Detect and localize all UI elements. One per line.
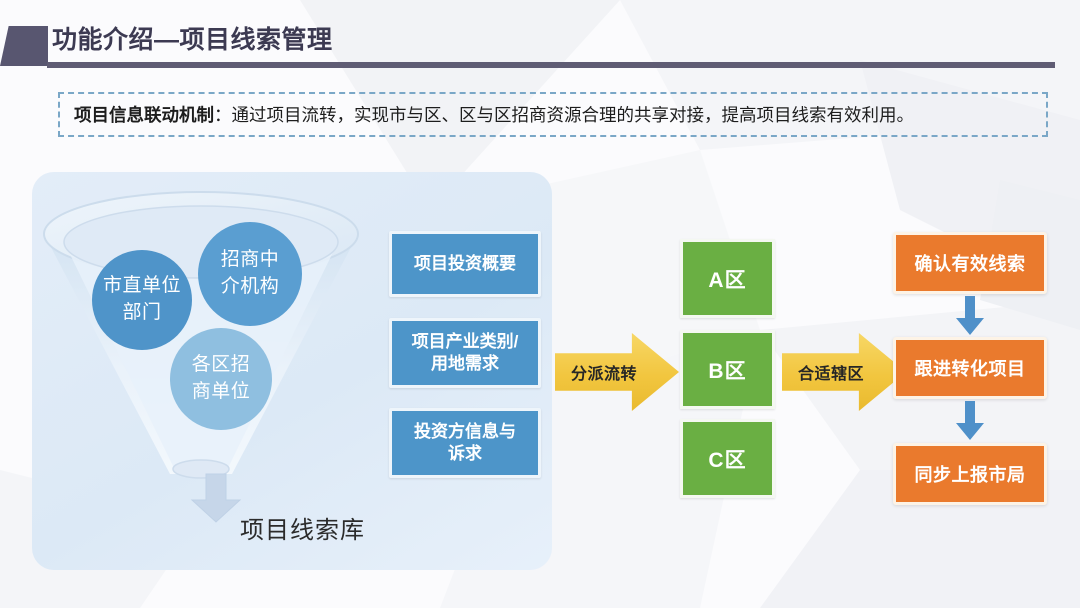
- process-box-follow-up[interactable]: 跟进转化项目: [893, 337, 1047, 399]
- slide-header: 功能介绍—项目线索管理: [0, 0, 1080, 84]
- process-box-confirm-clue[interactable]: 确认有效线索: [893, 232, 1047, 294]
- process-label: 确认有效线索: [914, 254, 1026, 274]
- repository-label: 项目线索库: [240, 517, 365, 544]
- funnel-source-district-unit: 各区招 商单位: [170, 328, 272, 430]
- process-label: 跟进转化项目: [914, 359, 1026, 379]
- district-label: A区: [708, 268, 747, 292]
- clue-field-box-investment-summary[interactable]: 项目投资概要: [389, 231, 541, 297]
- callout-lead: 项目信息联动机制: [74, 105, 214, 125]
- funnel-source-label-line1: 各区招: [191, 354, 251, 376]
- page-title: 功能介绍—项目线索管理: [52, 26, 333, 54]
- clue-field-box-investor-info[interactable]: 投资方信息与 诉求: [389, 408, 541, 478]
- callout-box: 项目信息联动机制：通过项目流转，实现市与区、区与区招商资源合理的共享对接，提高项…: [58, 92, 1048, 137]
- district-box-b[interactable]: B区: [680, 330, 775, 409]
- district-box-c[interactable]: C区: [680, 419, 775, 498]
- arrow-suitable-district: 合适辖区: [782, 333, 906, 411]
- district-box-a[interactable]: A区: [680, 239, 775, 318]
- callout-body: ：通过项目流转，实现市与区、区与区招商资源合理的共享对接，提高项目线索有效利用。: [214, 105, 914, 125]
- callout-text: 项目信息联动机制：通过项目流转，实现市与区、区与区招商资源合理的共享对接，提高项…: [74, 102, 914, 127]
- funnel-source-label-line2: 介机构: [220, 276, 280, 297]
- clue-field-label: 项目投资概要: [414, 253, 516, 273]
- funnel-source-label-line1: 招商中: [220, 249, 280, 271]
- funnel-source-label-line1: 市直单位: [102, 275, 181, 297]
- process-box-report-bureau[interactable]: 同步上报市局: [893, 443, 1047, 505]
- funnel-source-label-line2: 商单位: [191, 381, 251, 402]
- process-label: 同步上报市局: [914, 465, 1026, 485]
- funnel-down-arrow-icon: [190, 472, 242, 524]
- clue-field-label-line1: 项目产业类别/: [411, 331, 519, 351]
- connector-down-arrow-icon-2: [955, 401, 985, 441]
- clue-field-label-line1: 投资方信息与: [414, 421, 516, 441]
- arrow-assign-flow: 分派流转: [555, 333, 679, 411]
- funnel-source-agency: 招商中 介机构: [198, 222, 302, 326]
- arrow-assign-label: 分派流转: [570, 366, 637, 383]
- clue-field-label: 项目产业类别/ 用地需求: [412, 331, 519, 376]
- clue-field-label-line2: 诉求: [448, 444, 482, 463]
- funnel-source-label-line2: 部门: [122, 302, 162, 323]
- clue-field-label: 投资方信息与 诉求: [414, 421, 516, 466]
- district-label: C区: [708, 448, 747, 472]
- header-divider: [47, 62, 1055, 68]
- header-accent-shape: [0, 26, 48, 66]
- funnel-source-city-dept: 市直单位 部门: [92, 250, 192, 350]
- arrow-district-label: 合适辖区: [797, 366, 864, 383]
- clue-field-label-line2: 用地需求: [430, 354, 499, 373]
- district-label: B区: [708, 359, 747, 383]
- connector-down-arrow-icon-1: [955, 296, 985, 336]
- clue-field-box-industry-land[interactable]: 项目产业类别/ 用地需求: [389, 318, 541, 388]
